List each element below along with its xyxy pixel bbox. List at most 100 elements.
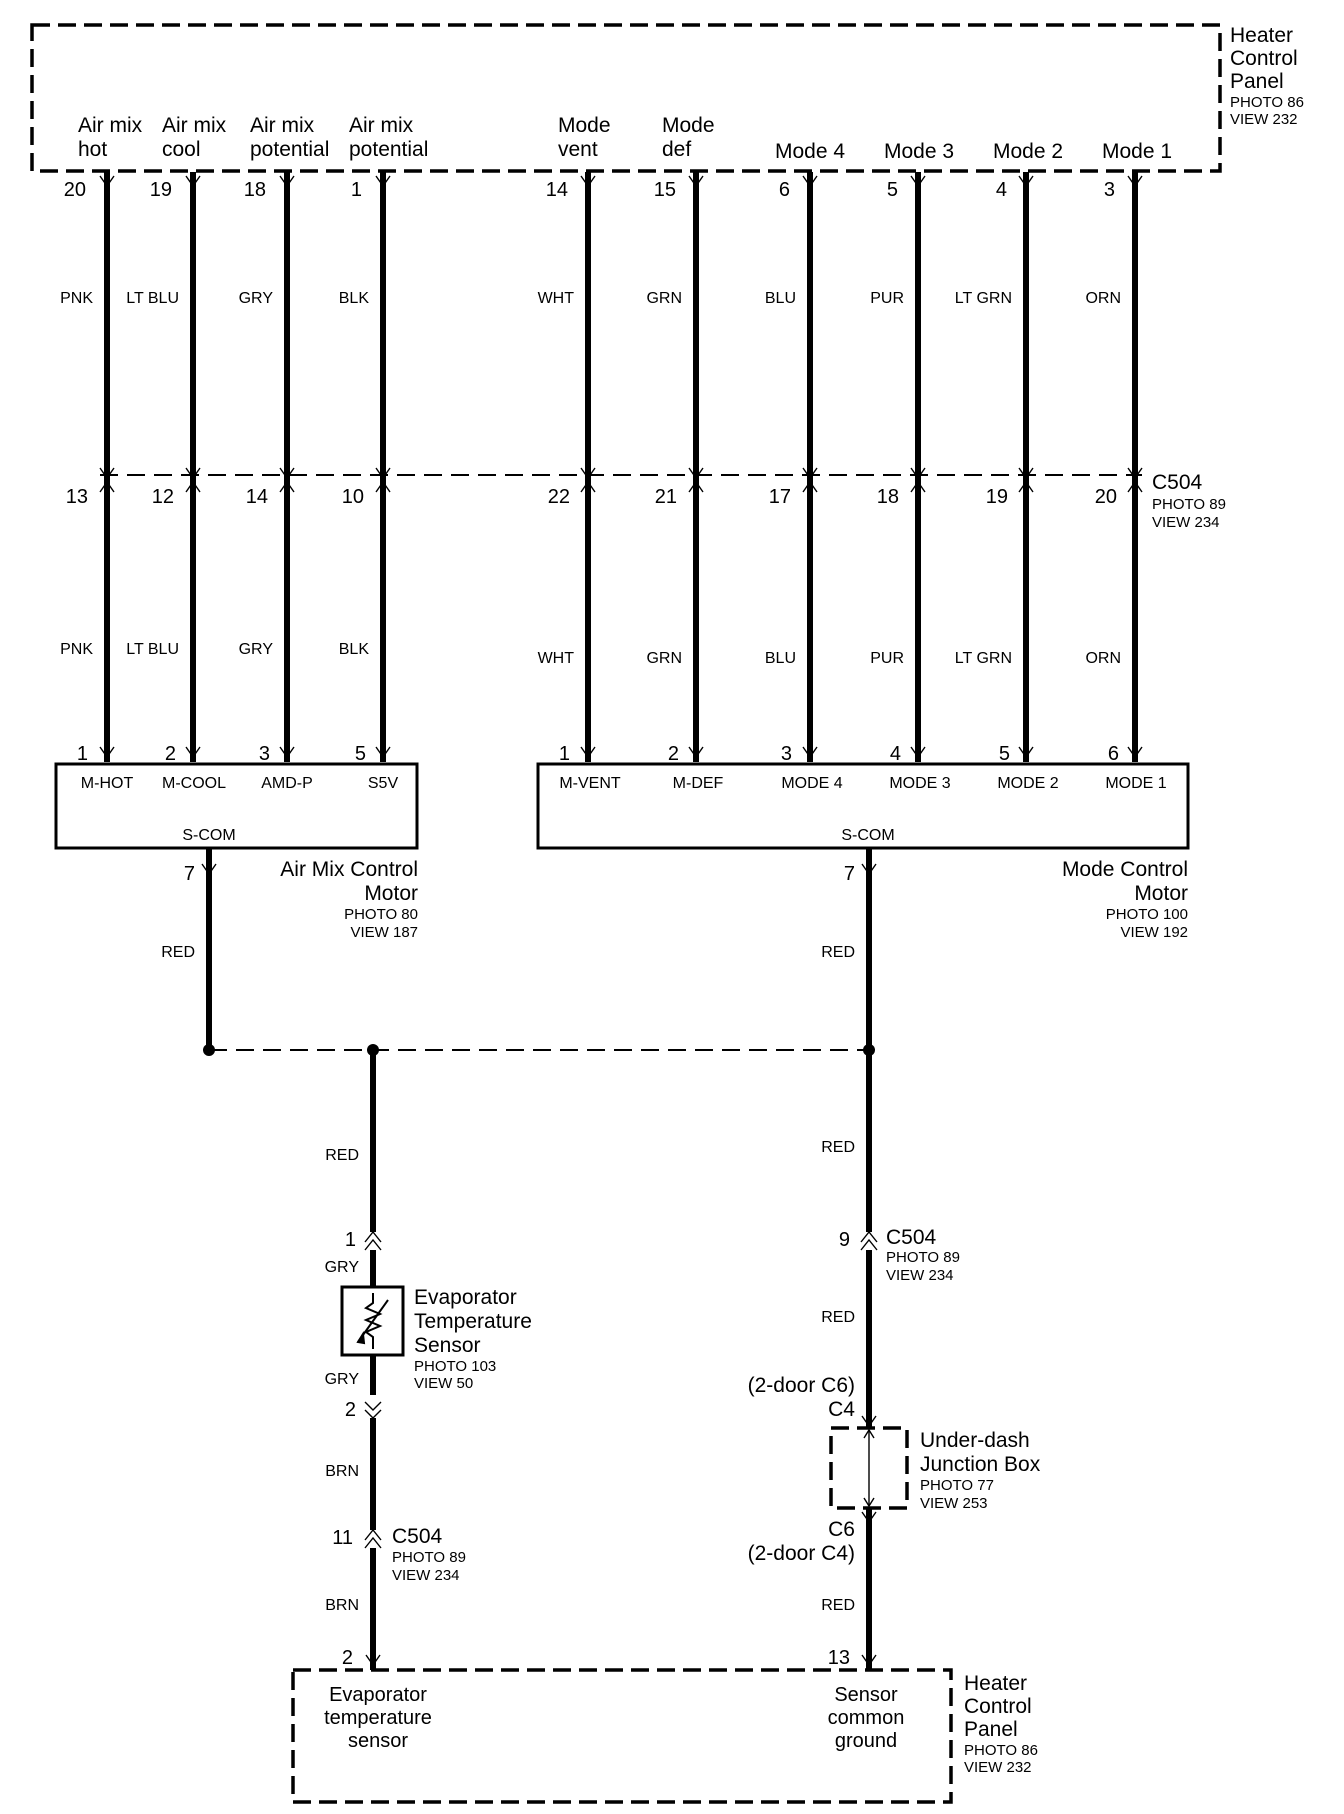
junction-top-note: (2-door C6) bbox=[748, 1374, 855, 1397]
wire-color-lower-5: GRN bbox=[646, 650, 682, 667]
evap-sensor-wire-below-color: BRN bbox=[325, 1463, 359, 1480]
terminal-mark bbox=[1127, 746, 1143, 759]
air-mix-pin-3: 5 bbox=[355, 743, 366, 765]
heater-control-panel-top-box bbox=[30, 23, 1222, 173]
wire-color-lower-0: PNK bbox=[60, 641, 93, 658]
top-pin-9: 3 bbox=[1104, 179, 1115, 201]
heater-panel-top-photo: PHOTO 86 bbox=[1230, 94, 1304, 111]
ground-wire-below-junction-color: RED bbox=[821, 1597, 855, 1614]
terminal-mark bbox=[910, 175, 926, 188]
connector-mark bbox=[185, 467, 201, 493]
air-mix-motor-title-2: Motor bbox=[364, 882, 418, 905]
c504-pin-6: 17 bbox=[769, 486, 791, 508]
mode-motor-view: VIEW 192 bbox=[1120, 924, 1188, 941]
terminal-mark bbox=[688, 746, 704, 759]
top-terminal-4-name-1: Mode bbox=[558, 114, 611, 137]
mode-terminal-1: M-DEF bbox=[673, 775, 724, 792]
evap-sensor-pin-bottom: 2 bbox=[345, 1399, 356, 1421]
top-pin-4: 14 bbox=[546, 179, 568, 201]
junction-internal-arrows bbox=[863, 1428, 875, 1508]
air-mix-scom-terminal-mark bbox=[201, 863, 217, 876]
terminal-mark bbox=[1127, 175, 1143, 188]
top-terminal-1-name-1: Air mix bbox=[162, 114, 227, 137]
top-terminal-5-name-1: Mode bbox=[662, 114, 715, 137]
wire-color-lower-6: BLU bbox=[765, 650, 796, 667]
panel-terminal-mark-right bbox=[861, 1654, 877, 1667]
top-terminal-0-name-2: hot bbox=[78, 138, 107, 161]
evap-sensor-lead-top-color: GRY bbox=[325, 1259, 360, 1276]
connector-mark bbox=[279, 467, 295, 493]
terminal-mark bbox=[910, 746, 926, 759]
terminal-mark bbox=[279, 746, 295, 759]
c504-connector-marks bbox=[99, 467, 1143, 493]
evap-sensor-title-1: Evaporator bbox=[414, 1286, 517, 1309]
connector-mark bbox=[580, 467, 596, 493]
motor-terminal-marks bbox=[99, 746, 1143, 759]
mode-common-pin: 7 bbox=[844, 863, 855, 885]
air-mix-common-label: S-COM bbox=[182, 827, 235, 844]
signal-wires bbox=[104, 172, 1138, 762]
terminal-mark bbox=[1018, 746, 1034, 759]
mode-pin-1: 2 bbox=[668, 743, 679, 765]
heater-panel-bottom-photo: PHOTO 86 bbox=[964, 1742, 1038, 1759]
air-mix-terminal-1: M-COOL bbox=[162, 775, 226, 792]
connector-mark bbox=[688, 467, 704, 493]
top-pin-3: 1 bbox=[351, 179, 362, 201]
wire-color-upper-9: ORN bbox=[1085, 290, 1121, 307]
connector-mark bbox=[910, 467, 926, 493]
air-mix-pin-2: 3 bbox=[259, 743, 270, 765]
top-terminal-9-name: Mode 1 bbox=[1102, 140, 1172, 163]
junction-top-terminal-mark bbox=[861, 1415, 877, 1428]
air-mix-terminal-0: M-HOT bbox=[81, 775, 134, 792]
c504-pin-4: 22 bbox=[548, 486, 570, 508]
mode-terminal-4: MODE 2 bbox=[997, 775, 1058, 792]
wire-color-lower-4: WHT bbox=[538, 650, 575, 667]
terminal-mark bbox=[279, 175, 295, 188]
bottom-panel-left-function-1: Evaporator bbox=[329, 1684, 427, 1706]
thermistor-icon bbox=[356, 1293, 389, 1349]
wire-color-upper-5: GRN bbox=[646, 290, 682, 307]
wire-color-upper-7: PUR bbox=[870, 290, 904, 307]
c504-right-connector-icon bbox=[860, 1230, 878, 1251]
air-mix-pin-1: 2 bbox=[165, 743, 176, 765]
wire-color-lower-7: PUR bbox=[870, 650, 904, 667]
air-mix-motor-photo: PHOTO 80 bbox=[344, 906, 418, 923]
panel-terminal-marks bbox=[99, 175, 1143, 188]
c504-right-photo: PHOTO 89 bbox=[886, 1249, 960, 1266]
bottom-panel-right-function-1: Sensor bbox=[834, 1684, 898, 1706]
top-pin-2: 18 bbox=[244, 179, 266, 201]
ground-wire-left-color: RED bbox=[325, 1147, 359, 1164]
top-terminal-7-name: Mode 3 bbox=[884, 140, 954, 163]
junction-title-1: Under-dash bbox=[920, 1429, 1030, 1452]
c504-left-name: C504 bbox=[392, 1525, 443, 1548]
bottom-panel-right-pin: 13 bbox=[828, 1647, 850, 1669]
evap-sensor-title-3: Sensor bbox=[414, 1334, 481, 1357]
mode-terminal-5: MODE 1 bbox=[1105, 775, 1166, 792]
evap-sensor-view: VIEW 50 bbox=[414, 1375, 473, 1392]
c504-left-photo: PHOTO 89 bbox=[392, 1549, 466, 1566]
wire-color-lower-2: GRY bbox=[239, 641, 274, 658]
junction-view: VIEW 253 bbox=[920, 1495, 988, 1512]
splice-dot bbox=[203, 1044, 215, 1056]
bottom-panel-left-pin: 2 bbox=[342, 1647, 353, 1669]
wire-color-upper-6: BLU bbox=[765, 290, 796, 307]
terminal-mark bbox=[580, 746, 596, 759]
air-mix-common-color: RED bbox=[161, 944, 195, 961]
terminal-mark bbox=[1018, 175, 1034, 188]
wire-color-upper-8: LT GRN bbox=[955, 290, 1012, 307]
mode-terminal-2: MODE 4 bbox=[781, 775, 842, 792]
top-terminal-8-name: Mode 2 bbox=[993, 140, 1063, 163]
heater-panel-bottom-title-2: Control bbox=[964, 1695, 1032, 1718]
air-mix-pin-0: 1 bbox=[77, 743, 88, 765]
sensor-connector-top bbox=[364, 1230, 382, 1251]
top-pin-8: 4 bbox=[996, 179, 1007, 201]
terminal-mark bbox=[375, 175, 391, 188]
mode-common-label: S-COM bbox=[841, 827, 894, 844]
top-pin-5: 15 bbox=[654, 179, 676, 201]
mode-motor-title-2: Motor bbox=[1134, 882, 1188, 905]
terminal-mark bbox=[185, 175, 201, 188]
heater-panel-top-view: VIEW 232 bbox=[1230, 111, 1298, 128]
wire-color-lower-1: LT BLU bbox=[126, 641, 179, 658]
heater-panel-bottom-view: VIEW 232 bbox=[964, 1759, 1032, 1776]
